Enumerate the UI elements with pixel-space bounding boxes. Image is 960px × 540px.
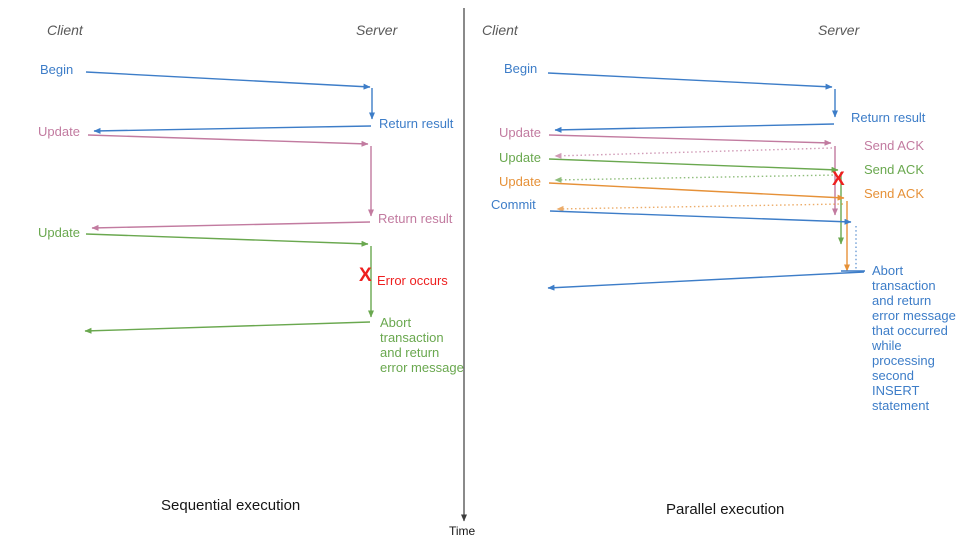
left-return-result-2-arrow xyxy=(91,221,371,231)
right-begin-label: Begin xyxy=(504,61,538,76)
left-return-result-1-arrow xyxy=(93,125,372,134)
right-caption: Parallel execution xyxy=(666,501,785,518)
time-axis-label: Time xyxy=(449,524,476,538)
left-update-1-arrow xyxy=(87,134,369,147)
right-update-2-arrow xyxy=(548,158,839,173)
left-abort-return-arrow xyxy=(84,321,371,334)
right-return-result-label: Return result xyxy=(851,110,926,125)
right-update-1-arrow xyxy=(548,134,832,146)
left-update-1-label: Update xyxy=(38,124,80,139)
right-send-ack-1-arrow xyxy=(554,147,833,159)
right-client-header: Client xyxy=(482,22,518,38)
left-error-occurs-label: Error occurs xyxy=(377,273,448,288)
left-begin-arrow xyxy=(85,71,371,90)
left-caption: Sequential execution xyxy=(161,497,301,514)
right-abort-return-arrow xyxy=(547,271,865,291)
right-return-result-arrow xyxy=(554,123,835,133)
left-begin-label: Begin xyxy=(40,62,74,77)
left-update-2-arrow xyxy=(85,233,369,247)
right-update-3-arrow xyxy=(548,182,845,201)
right-server-header: Server xyxy=(818,22,860,38)
right-update-2-label: Update xyxy=(499,150,541,165)
left-return-result-1-label: Return result xyxy=(379,116,454,131)
right-send-ack-3-label: Send ACK xyxy=(864,186,924,201)
left-update-2-label: Update xyxy=(38,225,80,240)
right-send-ack-1-label: Send ACK xyxy=(864,138,924,153)
left-return-result-2-label: Return result xyxy=(378,211,453,226)
right-send-ack-2-label: Send ACK xyxy=(864,162,924,177)
left-error-x-mark: X xyxy=(359,265,372,286)
right-update-3-label: Update xyxy=(499,174,541,189)
left-server-header: Server xyxy=(356,22,398,38)
right-begin-arrow xyxy=(547,72,833,90)
left-client-header: Client xyxy=(47,22,83,38)
right-error-x-mark: X xyxy=(832,169,845,190)
right-commit-arrow xyxy=(549,210,852,225)
right-commit-label: Commit xyxy=(491,197,536,212)
right-send-ack-3-arrow xyxy=(556,203,844,212)
right-update-1-label: Update xyxy=(499,125,541,140)
right-send-ack-2-arrow xyxy=(554,174,838,183)
